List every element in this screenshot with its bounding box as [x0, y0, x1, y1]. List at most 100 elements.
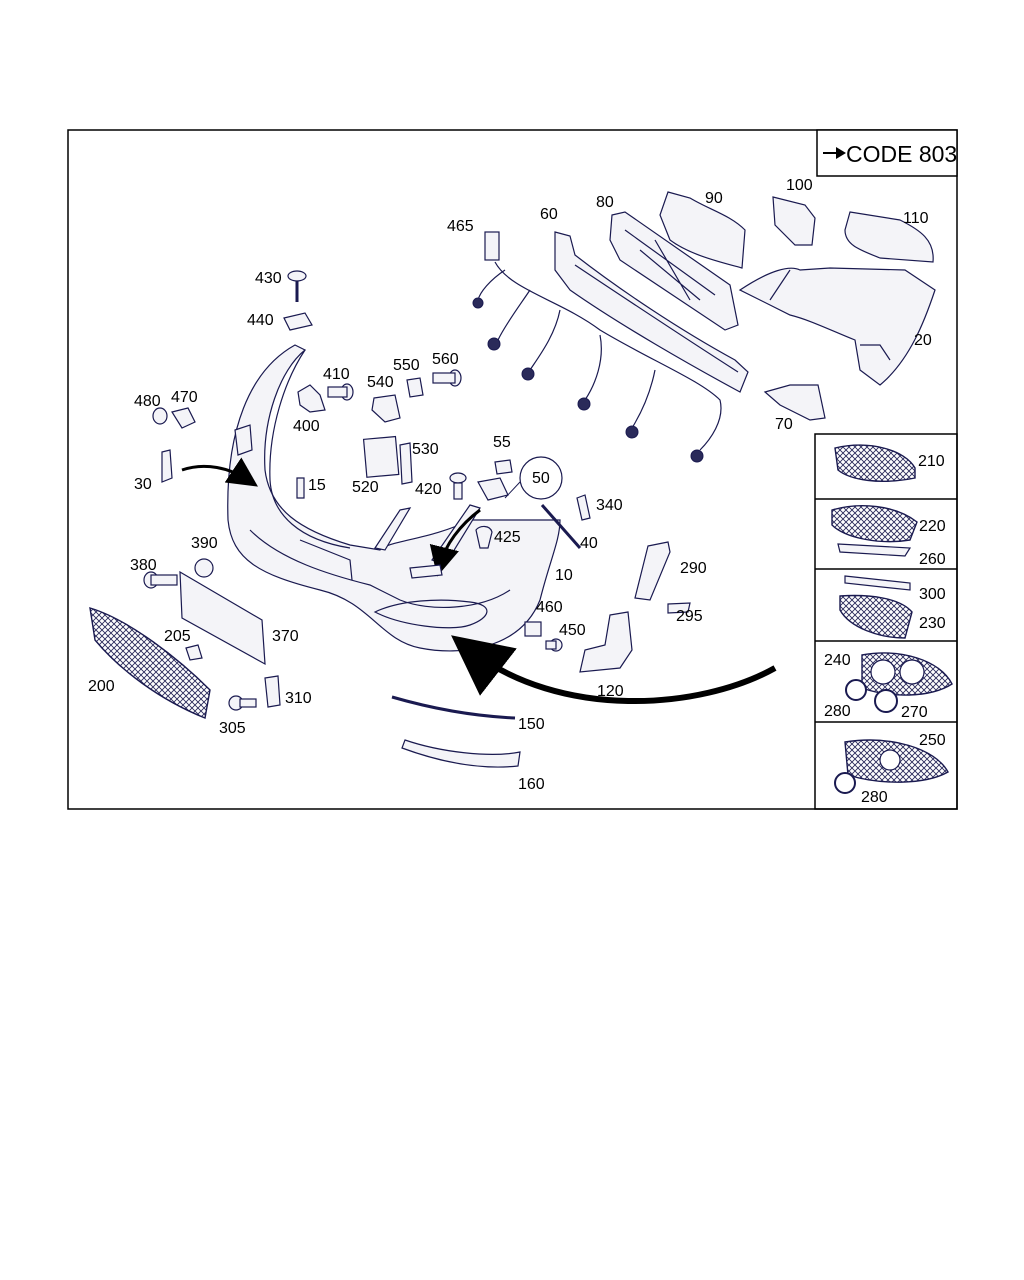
label-450: 450: [559, 622, 586, 639]
label-50: 50: [532, 470, 550, 487]
label-15: 15: [308, 477, 326, 494]
label-260: 260: [919, 551, 946, 568]
label-40: 40: [580, 535, 598, 552]
label-540: 540: [367, 374, 394, 391]
side-panel: [814, 433, 958, 810]
label-160: 160: [518, 776, 545, 793]
label-400: 400: [293, 418, 320, 435]
code-arrow-icon: [823, 147, 846, 159]
clip-425: [475, 525, 493, 549]
cover-290: [634, 541, 671, 601]
bumper-bracket: [609, 211, 739, 331]
label-310: 310: [285, 690, 312, 707]
clip-400: [297, 384, 326, 413]
label-120: 120: [597, 683, 624, 700]
trim-160: [401, 739, 521, 768]
arrow-30: [181, 457, 258, 487]
label-280b: 280: [861, 789, 888, 806]
lower-grille-200: [89, 607, 211, 719]
ring-480: [152, 407, 168, 425]
nut-460: [524, 621, 542, 637]
clip-440: [283, 312, 313, 331]
sensor-470: [171, 407, 196, 429]
air-duct: [844, 211, 934, 263]
cover-30: [161, 449, 173, 483]
label-560: 560: [432, 351, 459, 368]
label-220: 220: [919, 518, 946, 535]
label-10: 10: [555, 567, 573, 584]
grille-220: [831, 505, 918, 543]
label-460: 460: [536, 599, 563, 616]
label-380: 380: [130, 557, 157, 574]
bracket-50: [477, 477, 509, 501]
bracket-100: [772, 196, 816, 246]
label-110: 110: [903, 210, 929, 227]
label-70: 70: [775, 416, 793, 433]
bracket-530: [399, 442, 413, 485]
strip-40: [540, 504, 582, 549]
label-240: 240: [824, 652, 851, 669]
clip-295: [667, 602, 691, 614]
label-290: 290: [680, 560, 707, 577]
bolt-560: [432, 369, 462, 387]
label-480: 480: [134, 393, 161, 410]
label-300: 300: [919, 586, 946, 603]
plug-15: [296, 477, 305, 499]
impact-absorber: [554, 231, 749, 393]
label-530: 530: [412, 441, 439, 458]
label-370: 370: [272, 628, 299, 645]
label-230: 230: [919, 615, 946, 632]
bolt-305: [228, 695, 257, 711]
bracket-540: [371, 394, 401, 423]
wiring-harness: [472, 231, 722, 463]
label-20: 20: [914, 332, 932, 349]
label-550: 550: [393, 357, 420, 374]
ring-390: [194, 558, 214, 578]
label-60: 60: [540, 206, 558, 223]
side-bracket: [738, 267, 936, 386]
label-470: 470: [171, 389, 198, 406]
strip-260: [837, 543, 912, 557]
label-430: 430: [255, 270, 282, 287]
plate-bracket-370: [179, 570, 266, 666]
label-270: 270: [901, 704, 928, 721]
grille-230: [839, 594, 913, 639]
bracket-70: [763, 384, 826, 421]
trim-strip-150: [391, 695, 516, 720]
grille-210: [834, 444, 916, 482]
clip-550: [406, 377, 424, 398]
clip-55: [494, 459, 513, 475]
arrow-120: [451, 635, 777, 705]
clip-310: [264, 675, 281, 708]
ring-280b: [834, 772, 856, 794]
label-425: 425: [494, 529, 521, 546]
label-305: 305: [219, 720, 246, 737]
part-205: [185, 644, 203, 661]
bolt-450: [545, 638, 563, 652]
plug-340: [576, 494, 591, 521]
arrow-425: [429, 508, 481, 577]
label-420: 420: [415, 481, 442, 498]
code-label: CODE 803: [846, 141, 957, 167]
callout-50-circle: [519, 456, 563, 500]
bumper-cover: [227, 344, 561, 652]
ring-270: [874, 689, 898, 713]
label-205: 205: [164, 628, 191, 645]
label-55: 55: [493, 434, 511, 451]
module-520: [362, 435, 400, 478]
label-250: 250: [919, 732, 946, 749]
part-labels: 465 60 80 90 100 110 20 70 430 440 410 5…: [88, 177, 946, 806]
strip-300: [844, 575, 911, 591]
label-390: 390: [191, 535, 218, 552]
label-200: 200: [88, 678, 115, 695]
screw-430: [287, 270, 307, 302]
label-100: 100: [786, 177, 813, 194]
label-295: 295: [676, 608, 703, 625]
bolt-380: [143, 571, 178, 589]
label-520: 520: [352, 479, 379, 496]
label-210: 210: [918, 453, 945, 470]
label-30: 30: [134, 476, 152, 493]
absorber-foam: [659, 191, 746, 269]
label-340: 340: [596, 497, 623, 514]
